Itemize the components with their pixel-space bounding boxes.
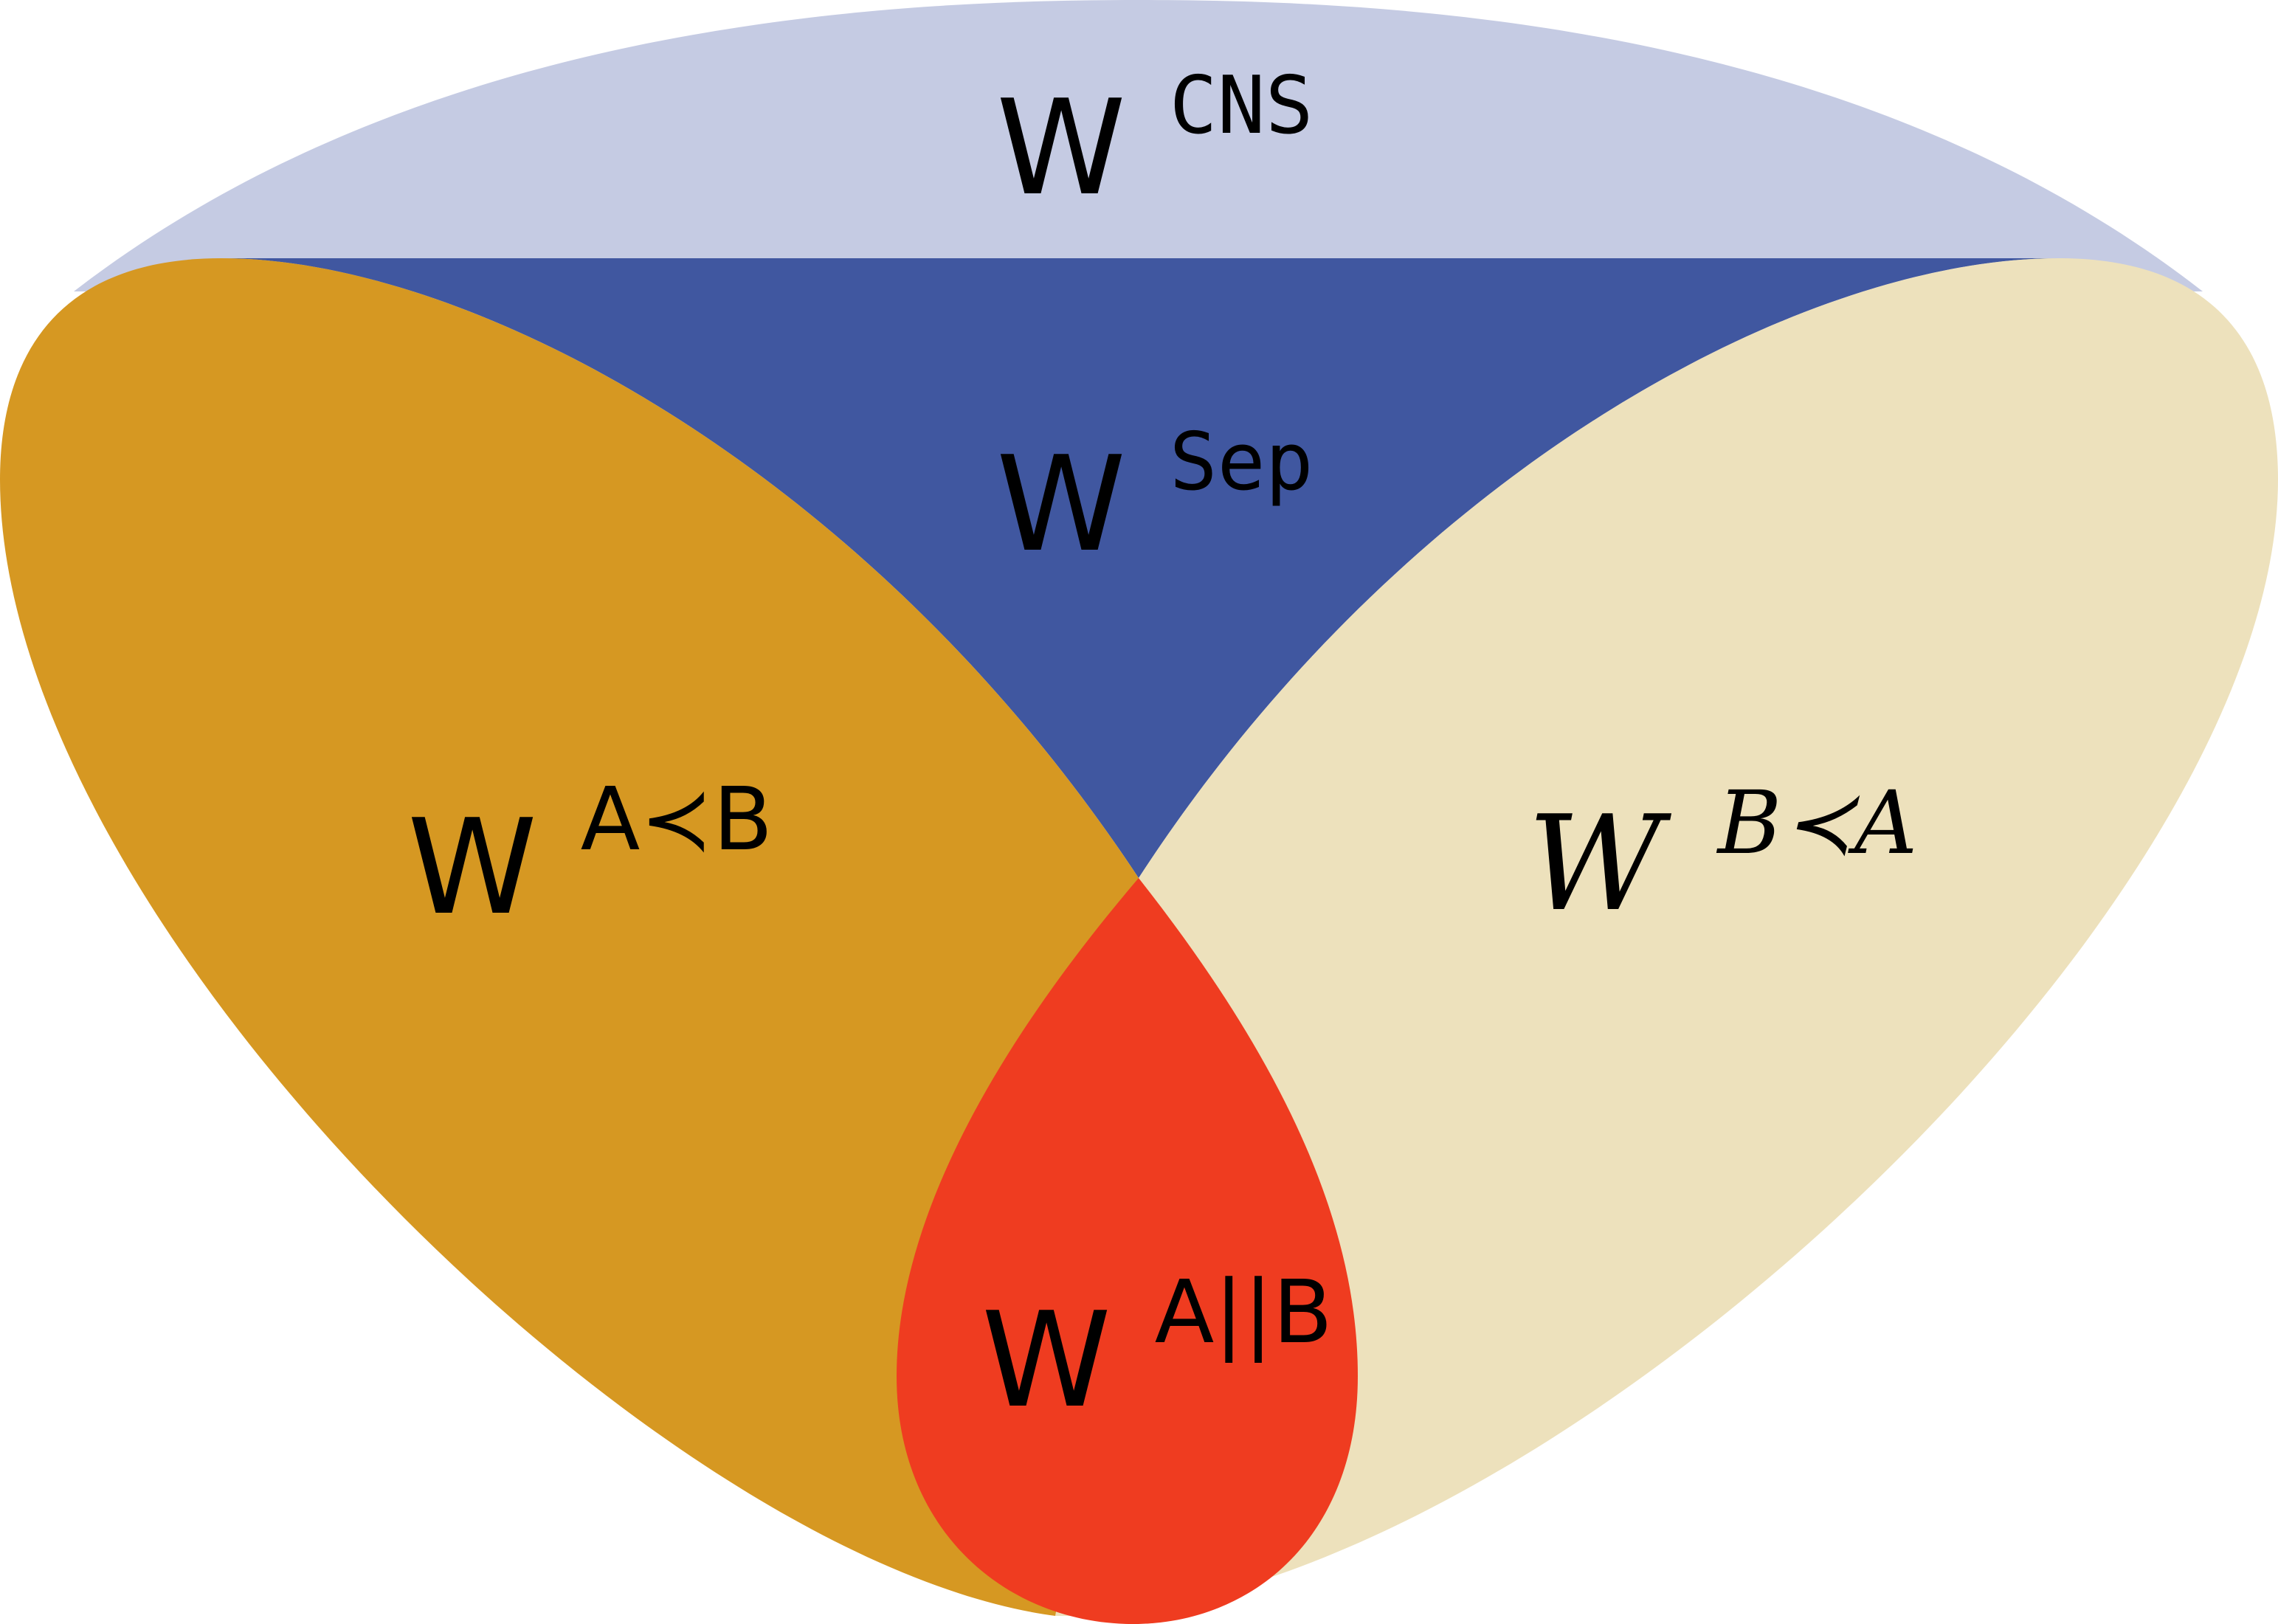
region-a-prec-b xyxy=(0,258,1139,1616)
label-a-par-b-base: W xyxy=(981,1284,1111,1437)
label-cns-base: W xyxy=(996,72,1126,224)
region-sep xyxy=(221,258,2059,878)
label-sep: W Sep xyxy=(996,416,1314,581)
label-sep-sup: Sep xyxy=(1170,416,1314,508)
label-a-prec-b-base: W xyxy=(407,791,537,944)
label-b-prec-a: W B≺A xyxy=(1528,772,1917,940)
label-cns: W CNS xyxy=(996,60,1314,224)
label-a-prec-b: W A≺B xyxy=(407,768,773,944)
label-b-prec-a-sup: B≺A xyxy=(1716,772,1918,874)
label-b-prec-a-base: W xyxy=(1528,787,1672,940)
label-sep-base: W xyxy=(996,428,1126,581)
region-a-par-b xyxy=(897,878,1358,1624)
region-b-prec-a xyxy=(1055,258,2278,1617)
label-cns-sup: CNS xyxy=(1170,60,1314,152)
label-a-par-b: W A||B xyxy=(981,1261,1333,1437)
label-a-par-b-sup: A||B xyxy=(1155,1261,1333,1363)
region-cns xyxy=(74,0,2203,291)
label-a-prec-b-sup: A≺B xyxy=(581,768,773,870)
